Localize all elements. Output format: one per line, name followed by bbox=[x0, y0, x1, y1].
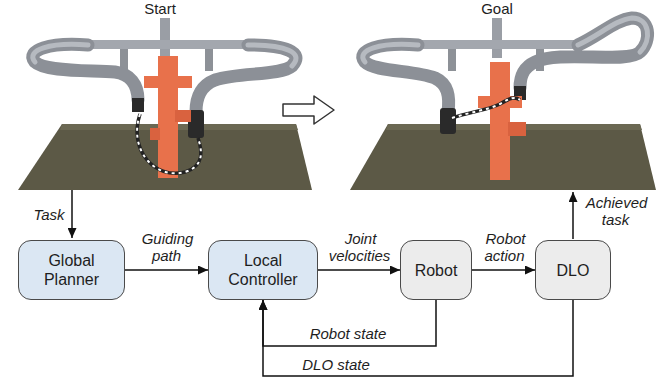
box-label: Global Planner bbox=[29, 251, 114, 289]
edge-label-box: DLO state bbox=[294, 356, 378, 373]
scene-title: Start bbox=[143, 0, 177, 17]
frame-strut bbox=[205, 49, 213, 71]
process-box: Robot bbox=[400, 240, 472, 300]
gripper bbox=[132, 98, 144, 112]
flow-label: Task bbox=[32, 206, 65, 223]
flow-connector bbox=[472, 269, 535, 271]
dlo-cable bbox=[452, 98, 520, 118]
text-label-box: Achieved task bbox=[579, 194, 653, 228]
robot-arm bbox=[196, 45, 296, 112]
fixture bbox=[490, 62, 510, 180]
flow-connector bbox=[125, 269, 208, 271]
fixture bbox=[144, 76, 192, 88]
edge-label: Robot state bbox=[309, 325, 388, 342]
gripper bbox=[440, 108, 456, 134]
task-arrow bbox=[71, 190, 73, 238]
robot-arm bbox=[363, 44, 449, 112]
flow-connector bbox=[263, 300, 436, 346]
fixture bbox=[175, 110, 191, 122]
edge-label-box: Robot action bbox=[476, 230, 534, 264]
arm-highlight bbox=[33, 44, 88, 62]
edge-label: Robot action bbox=[484, 230, 525, 264]
arm-highlight bbox=[248, 45, 296, 66]
fixture bbox=[508, 122, 526, 136]
text-label-box: Task bbox=[30, 206, 68, 223]
frame-post bbox=[160, 18, 170, 58]
hollow-arrow bbox=[283, 96, 334, 124]
dlo-cable bbox=[452, 98, 520, 118]
arm-highlight bbox=[363, 44, 418, 62]
process-box: Global Planner bbox=[18, 240, 125, 300]
arm-highlight bbox=[578, 18, 648, 52]
flow-label: Achieved task bbox=[585, 194, 648, 228]
robot-arm bbox=[33, 44, 138, 100]
box-label: Local Controller bbox=[219, 251, 307, 289]
flow-connector bbox=[318, 269, 400, 271]
scene-title: Goal bbox=[480, 0, 514, 17]
edge-label-box: Joint velocities bbox=[322, 230, 398, 264]
frame-beam bbox=[82, 40, 254, 49]
process-box: Local Controller bbox=[208, 240, 318, 300]
text-label-box: Start bbox=[120, 0, 200, 17]
frame-strut bbox=[448, 49, 456, 71]
start-scene bbox=[18, 18, 312, 190]
edge-label: Guiding path bbox=[141, 230, 194, 264]
box-label: DLO bbox=[557, 261, 590, 280]
dlo-cable bbox=[137, 114, 201, 173]
fixture bbox=[150, 128, 160, 140]
box-label: Robot bbox=[415, 261, 458, 280]
dlo-cable bbox=[137, 114, 201, 173]
edge-label: Joint velocities bbox=[329, 230, 392, 264]
frame-post bbox=[492, 18, 502, 58]
edge-label-box: Robot state bbox=[300, 325, 396, 342]
table-edge bbox=[60, 124, 298, 130]
goal-scene bbox=[350, 18, 656, 190]
process-box: DLO bbox=[535, 240, 611, 300]
flow-connector bbox=[263, 300, 573, 376]
text-label-box: Goal bbox=[457, 0, 537, 17]
edge-label-box: Guiding path bbox=[131, 230, 203, 264]
frame-beam bbox=[412, 40, 584, 49]
achieved-arrow bbox=[572, 192, 574, 239]
robot-arm bbox=[520, 18, 648, 88]
edge-label: DLO state bbox=[301, 356, 371, 373]
